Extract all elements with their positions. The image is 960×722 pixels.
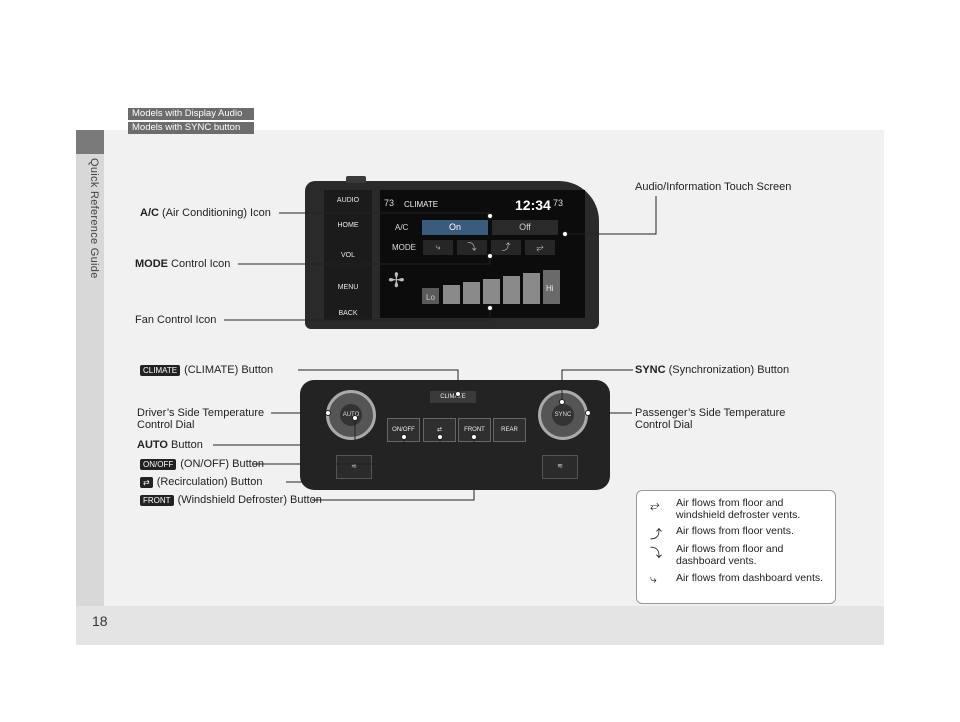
screen-side-buttons [324,190,372,320]
mode-dashboard-icon: ⤷ [423,240,453,255]
model-chip-display-audio: Models with Display Audio [128,108,254,120]
defroster-key-icon: FRONT [140,494,174,506]
climate-button: CLIMATE [430,391,476,403]
climate-key-icon: CLIMATE [140,364,181,376]
ac-on-button: On [422,220,488,235]
legend-item-floor-windshield: Air flows from floor and windshield defr… [676,497,801,521]
floor-icon: ⤴ [650,527,663,541]
mode-floor-dashboard-icon: ⤵ [457,240,487,255]
passenger-seat-heater-button: ≋ [542,455,578,479]
onoff-key-icon: ON/OFF [140,458,177,470]
screen-temp-left: 73 [384,198,395,208]
ac-off-button: Off [492,220,558,235]
back-button: BACK [338,310,358,317]
dashboard-icon: ⤷ [650,572,657,586]
sync-button: SYNC [552,404,574,426]
audio-button: AUDIO [336,197,360,204]
defroster-button-callout: FRONT(Windshield Defroster) Button [140,494,322,506]
auto-button-callout: AUTO Button [137,439,203,451]
airflow-legend [636,490,836,604]
mode-floor-windshield-icon: ⥂ [525,240,555,255]
fan-level-5 [503,276,520,304]
page-number: 18 [92,613,108,629]
section-label: Quick Reference Guide [88,158,100,279]
fan-icon: ✢ [388,270,405,292]
sync-button-callout: SYNC (Synchronization) Button [635,364,790,376]
legend-item-floor-dashboard: Air flows from floor and dashboard vents… [676,543,784,567]
ac-label: A/C [395,223,409,232]
fan-level-4 [483,279,500,304]
fan-control-callout: Fan Control Icon [135,314,217,326]
rear-defroster-button: REAR [493,418,526,442]
driver-seat-heater-button: ≋ [336,455,372,479]
footer-band [76,606,884,645]
fan-level-3 [463,282,480,304]
screen-clock: 12:34 [515,197,551,213]
section-tab [76,130,104,154]
floor-windshield-icon: ⥂ [650,498,660,512]
recirculation-button-callout: ⇄(Recirculation) Button [140,476,262,488]
fan-level-2 [443,285,460,304]
climate-button-callout: CLIMATE(CLIMATE) Button [140,364,273,376]
recirculation-key-icon: ⇄ [140,476,153,488]
menu-button: MENU [337,284,359,291]
fan-hi-label: Hi [546,284,554,293]
fan-level-7 [543,270,560,304]
screen-title: CLIMATE [404,200,439,209]
mode-icon-callout: MODE Control Icon [135,258,231,270]
floor-dashboard-icon: ⤵ [650,546,663,560]
mode-label: MODE [392,243,416,252]
onoff-button-callout: ON/OFF(ON/OFF) Button [140,458,264,470]
power-knob [346,176,366,183]
legend-item-floor: Air flows from floor vents. [676,525,794,537]
ac-icon-callout: A/C (Air Conditioning) Icon [140,207,271,219]
home-button: HOME [337,222,359,229]
fan-level-1 [422,288,439,304]
screen-temp-right: 73 [553,198,564,208]
side-bar [76,130,104,645]
fan-lo-label: Lo [426,293,435,302]
model-chip-sync: Models with SYNC button [128,122,254,134]
legend-item-dashboard: Air flows from dashboard vents. [676,572,824,584]
fan-level-6 [523,273,540,304]
vol-button: VOL [340,252,355,259]
touch-screen-callout: Audio/Information Touch Screen [635,181,792,193]
mode-floor-icon: ⤴ [491,240,521,255]
